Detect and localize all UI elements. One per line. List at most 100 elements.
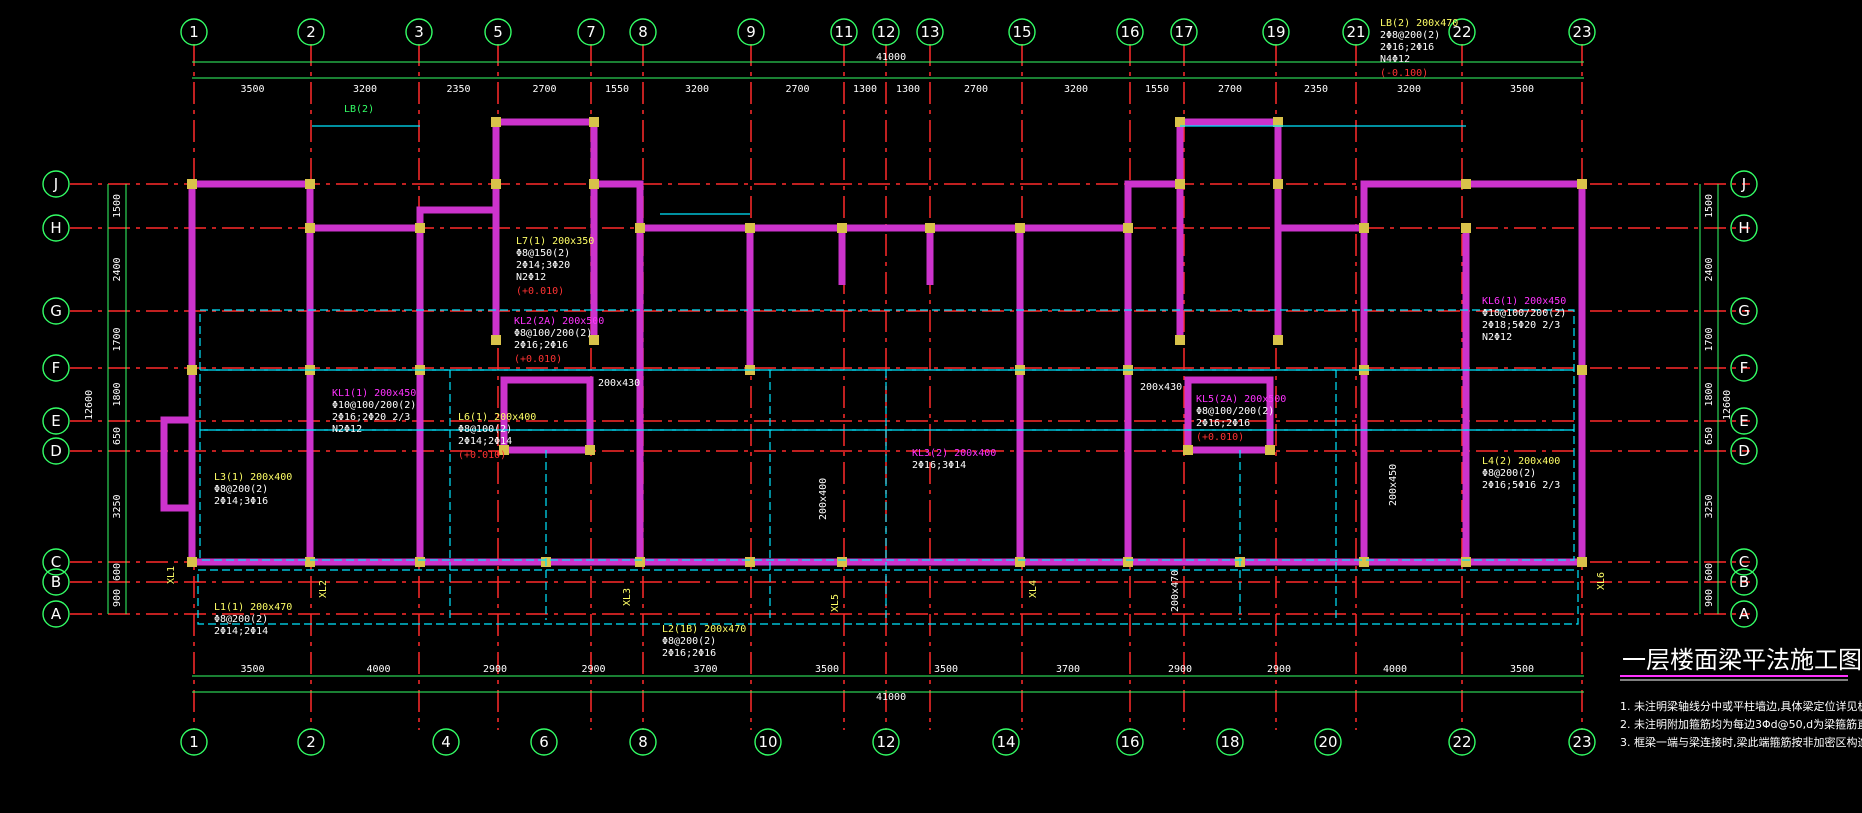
- svg-text:3: 3: [414, 23, 424, 41]
- xl3-label: XL3: [622, 588, 633, 606]
- bottom-dim-seg-11: 3500: [1510, 664, 1534, 675]
- kl5-line-1: KL5(2A) 200x500: [1196, 394, 1286, 405]
- lb2-spec-2: 2Φ8@200(2): [1380, 30, 1440, 41]
- svg-text:F: F: [1740, 359, 1749, 377]
- axis-bubble-bottom-4: 4: [432, 728, 460, 756]
- axis-bubble-right-B: B: [1730, 568, 1758, 596]
- column-9: [745, 223, 755, 233]
- column-18: [1359, 223, 1369, 233]
- column-47: [499, 445, 509, 455]
- column-38: [635, 557, 645, 567]
- column-42: [1123, 557, 1133, 567]
- kl3-line-1: KL3(2) 200x400: [912, 448, 996, 459]
- top-dim-seg-3: 2700: [532, 84, 556, 95]
- axis-bubble-bottom-16: 16: [1116, 728, 1144, 756]
- column-14: [1175, 117, 1185, 127]
- svg-text:B: B: [1739, 573, 1749, 591]
- svg-text:H: H: [1738, 219, 1749, 237]
- column-17: [1273, 179, 1283, 189]
- svg-text:20: 20: [1318, 733, 1337, 751]
- top-dim-seg-13: 2350: [1304, 84, 1328, 95]
- svg-text:6: 6: [539, 733, 549, 751]
- kl2-line-3: 2Φ16;2Φ16: [514, 340, 568, 351]
- svg-text:7: 7: [586, 23, 596, 41]
- svg-text:9: 9: [746, 23, 756, 41]
- lb2-spec-3: 2Φ16;2Φ16: [1380, 42, 1434, 53]
- axis-bubble-right-F: F: [1730, 354, 1758, 382]
- svg-text:15: 15: [1012, 23, 1031, 41]
- axis-bubble-top-2: 2: [297, 18, 325, 46]
- axis-bubble-left-D: D: [42, 437, 70, 465]
- axis-bubble-top-22: 22: [1448, 18, 1476, 46]
- right-dim-seg-6: 600: [1704, 563, 1715, 581]
- kl1-line-2: Φ10@100/200(2): [332, 400, 416, 411]
- xl4-label: XL4: [1028, 580, 1039, 598]
- axis-bubble-left-B: B: [42, 568, 70, 596]
- l2-line-3: 2Φ16;2Φ16: [662, 648, 716, 659]
- svg-text:14: 14: [996, 733, 1015, 751]
- column-45: [1461, 557, 1471, 567]
- bottom-dim-seg-10: 4000: [1383, 664, 1407, 675]
- axis-bubble-bottom-14: 14: [992, 728, 1020, 756]
- svg-text:2: 2: [306, 733, 316, 751]
- svg-text:10: 10: [758, 733, 777, 751]
- bottom-dim-seg-7: 3700: [1056, 664, 1080, 675]
- bottom-total-dim: 41000: [876, 692, 906, 703]
- column-22: [187, 365, 197, 375]
- l1-line-2: Φ8@200(2): [214, 614, 268, 625]
- mini-dim-3: 200x400: [818, 478, 829, 520]
- right-dim-seg-2: 1700: [1704, 327, 1715, 351]
- axis-bubble-bottom-22: 22: [1448, 728, 1476, 756]
- bottom-dim-seg-8: 2900: [1168, 664, 1192, 675]
- svg-text:12: 12: [876, 23, 895, 41]
- top-dim-seg-15: 3500: [1510, 84, 1534, 95]
- axis-bubble-top-12: 12: [872, 18, 900, 46]
- svg-text:22: 22: [1452, 733, 1471, 751]
- top-dim-seg-6: 2700: [785, 84, 809, 95]
- svg-text:13: 13: [920, 23, 939, 41]
- svg-text:23: 23: [1572, 23, 1591, 41]
- left-dim-seg-6: 600: [112, 563, 123, 581]
- svg-text:4: 4: [441, 733, 451, 751]
- l4-line-1: L4(2) 200x400: [1482, 456, 1560, 467]
- column-39: [745, 557, 755, 567]
- svg-text:11: 11: [834, 23, 853, 41]
- kl2-line-2: Φ8@100/200(2): [514, 328, 592, 339]
- l1-line-3: 2Φ14;2Φ14: [214, 626, 268, 637]
- l6-line-2: Φ8@100(2): [458, 424, 512, 435]
- column-49: [1183, 445, 1193, 455]
- axis-bubble-top-17: 17: [1170, 18, 1198, 46]
- xl2-label: XL2: [318, 580, 329, 598]
- column-3: [415, 223, 425, 233]
- top-dim-seg-4: 1550: [605, 84, 629, 95]
- svg-text:22: 22: [1452, 23, 1471, 41]
- svg-text:J: J: [1741, 175, 1746, 193]
- left-dim-seg-3: 1800: [112, 382, 123, 406]
- horizontal-grid-lines: [70, 183, 1750, 615]
- walls: [160, 118, 1586, 566]
- axis-bubble-left-H: H: [42, 214, 70, 242]
- top-dim-seg-11: 1550: [1145, 84, 1169, 95]
- column-4: [491, 117, 501, 127]
- l7-line-3: 2Φ14;3Φ20: [516, 260, 570, 271]
- svg-text:G: G: [50, 302, 62, 320]
- axis-bubble-bottom-1: 1: [180, 728, 208, 756]
- axis-bubble-right-C: C: [1730, 548, 1758, 576]
- note-3: 3. 框梁一端与梁连接时,梁此端箍筋按非加密区构造。: [1620, 735, 1862, 749]
- right-dim-seg-0: 1500: [1704, 194, 1715, 218]
- axis-bubble-right-H: H: [1730, 214, 1758, 242]
- bottom-dim-seg-6: 3500: [934, 664, 958, 675]
- svg-text:E: E: [1739, 412, 1748, 430]
- note-2: 2. 未注明附加箍筋均为每边3Φd@50,d为梁箍筋直径。: [1620, 717, 1862, 731]
- l7-line-1: L7(1) 200x350: [516, 236, 594, 247]
- svg-text:8: 8: [638, 23, 648, 41]
- svg-text:5: 5: [493, 23, 503, 41]
- column-25: [491, 335, 501, 345]
- kl6-line-1: KL6(1) 200x450: [1482, 296, 1566, 307]
- bottom-dim-seg-5: 3500: [815, 664, 839, 675]
